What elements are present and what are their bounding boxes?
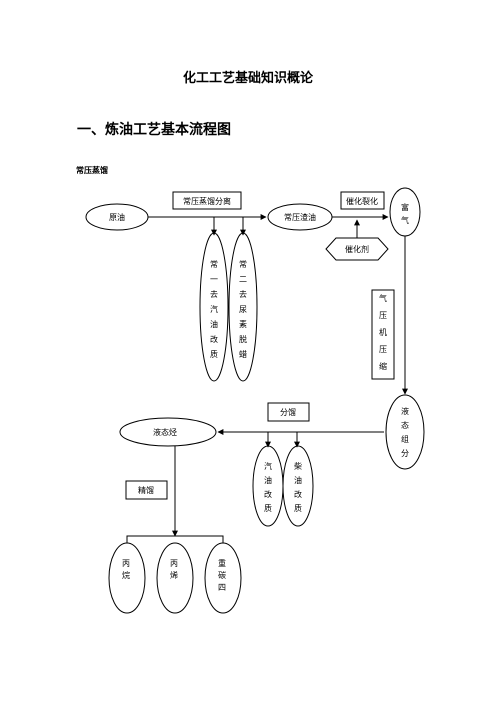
page-title: 化工工艺基础知识概论: [182, 71, 313, 86]
label-catalytic-cracking: 催化裂化: [346, 196, 378, 206]
label-propane: 丙烷: [122, 559, 130, 580]
label-fractionation: 分馏: [280, 407, 296, 417]
label-atmospheric-separation: 常压蒸馏分离: [183, 196, 231, 206]
node-crude: [85, 203, 149, 231]
label-compressor: 气压机压缩: [379, 293, 387, 371]
label-catalyst: 催化剂: [345, 244, 369, 254]
label-diesel: 柴油改质: [294, 461, 302, 513]
node-heavy-carbon: [204, 542, 242, 614]
node-diesel: [282, 445, 314, 527]
label-crude: 原油: [109, 212, 125, 222]
label-liquid-hydrocarbons: 液态烃: [153, 427, 177, 437]
node-first-side-cut: [199, 232, 229, 382]
label-first-side-cut: 常一去汽油改质: [210, 260, 218, 359]
products-bracket: [126, 535, 224, 543]
box-catalytic-cracking: [340, 191, 385, 210]
label-rectification: 精馏: [138, 485, 154, 495]
node-liquid-hydrocarbons: [119, 417, 217, 447]
label-second-side-cut: 常二去尿素脱蜡: [239, 260, 247, 359]
node-propylene: [156, 542, 194, 614]
label-propylene: 丙烯: [170, 559, 178, 580]
label-liquid-components: 液态组分: [401, 406, 409, 458]
node-atmospheric-residue: [267, 203, 333, 231]
label-heavy-carbon: 重碳四: [218, 558, 226, 592]
node-gasoline: [252, 445, 284, 527]
box-rectification: [125, 480, 168, 500]
label-rich-gas: 富气: [401, 202, 409, 225]
diagram-subtitle: 常压蒸馏: [76, 166, 108, 175]
box-compressor: [371, 289, 395, 380]
node-catalyst: [325, 237, 389, 261]
label-gasoline: 汽油改质: [264, 461, 272, 513]
section-heading: 一、炼油工艺基本流程图: [77, 122, 231, 138]
label-atmospheric-residue: 常压渣油: [284, 212, 316, 222]
box-atmospheric-separation: [172, 191, 242, 210]
node-liquid-components: [385, 394, 425, 470]
node-second-side-cut: [228, 232, 258, 382]
node-propane: [108, 542, 146, 614]
box-fractionation: [267, 402, 310, 422]
node-rich-gas: [389, 187, 421, 237]
